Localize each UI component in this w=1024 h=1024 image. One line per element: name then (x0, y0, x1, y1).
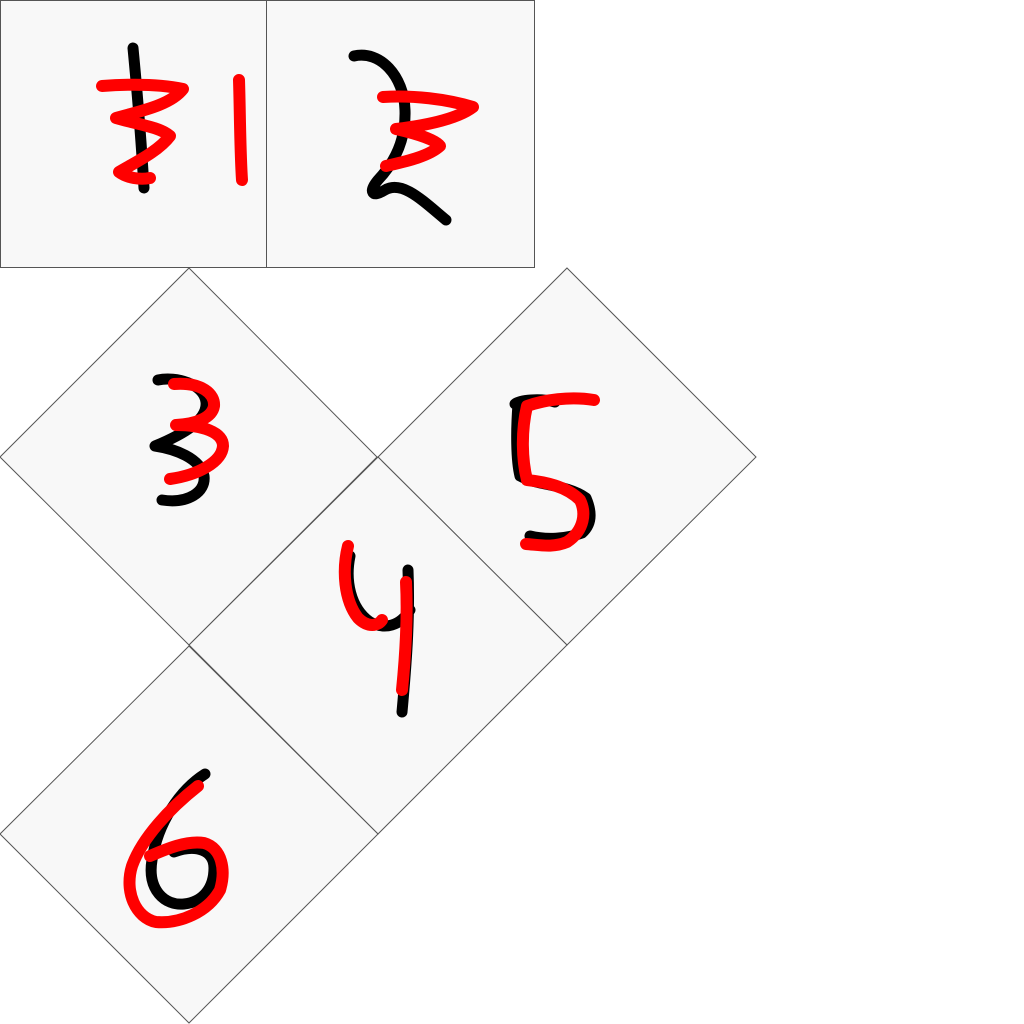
tile-1-red-stroke-one (233, 74, 248, 186)
tile-2-red-stroke-three (377, 90, 479, 172)
tile-1-black-stroke (127, 42, 150, 194)
tile-2[interactable] (266, 0, 535, 268)
tile-1-red-stroke-three (96, 78, 189, 185)
tile-1-black-digit: 1 (0, 0, 1, 1)
tile-4-red-stroke (338, 540, 413, 696)
tile-3[interactable] (0, 267, 378, 646)
tile-1-background (0, 0, 267, 268)
tile-5-red-stroke (516, 392, 600, 552)
tile-2-black-stroke (348, 49, 452, 226)
tile-6[interactable] (0, 645, 379, 1024)
tile-6-background (0, 645, 379, 1024)
tile-3-red-stroke (164, 377, 229, 485)
tile-6-red-stroke (123, 780, 229, 929)
tile-1[interactable] (0, 0, 267, 268)
